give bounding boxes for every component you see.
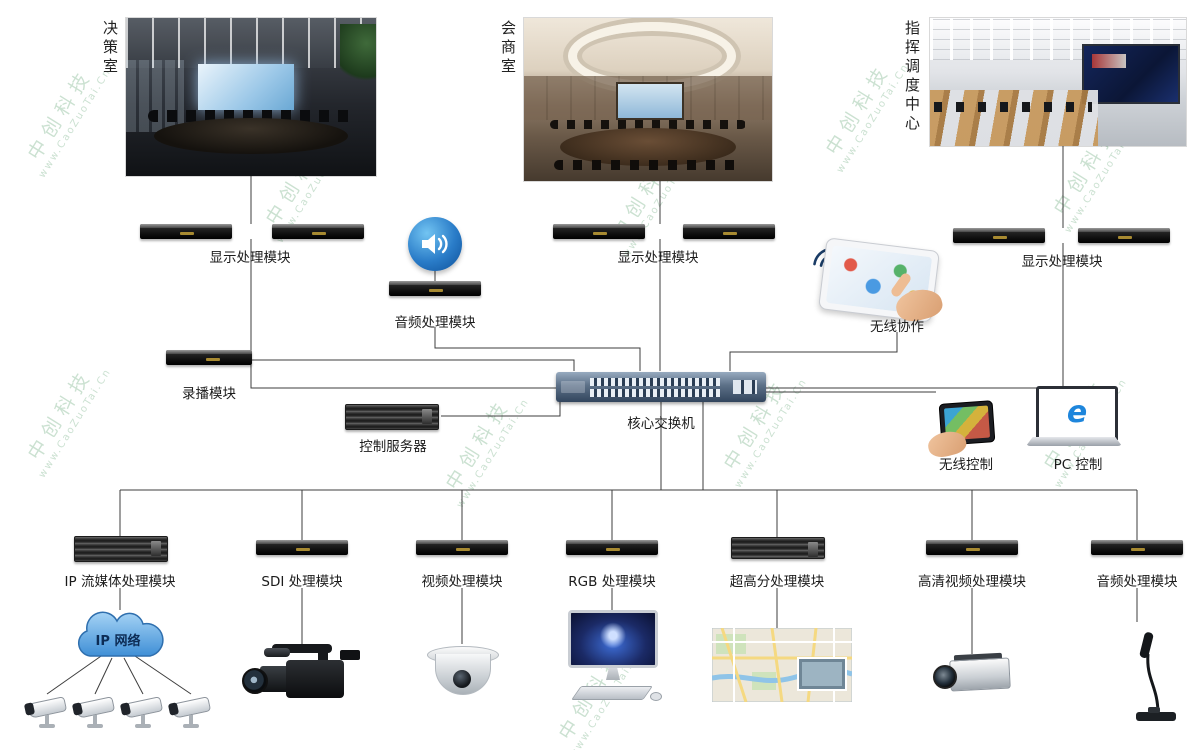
audio-module-device <box>389 281 481 296</box>
room-label-command: 指挥调度中心 <box>903 20 921 134</box>
core-switch-device <box>556 372 766 402</box>
wall-screen <box>616 82 684 120</box>
map-display <box>711 627 853 703</box>
control-server-label: 控制服务器 <box>359 439 427 455</box>
bottom-module-label: 音频处理模块 <box>1096 574 1178 590</box>
bullet-camera-icon <box>23 692 70 732</box>
ip-network-cloud: IP 网络 <box>66 608 170 662</box>
chairs-row <box>554 160 742 170</box>
conference-microphone-icon <box>1128 616 1184 726</box>
video-module-device <box>416 540 508 555</box>
room-photo-conference <box>524 18 772 181</box>
chairs-row <box>148 110 354 122</box>
ceiling-lights <box>126 18 376 68</box>
recording-module-label: 录播模块 <box>182 386 236 402</box>
room-label-conference: 会商室 <box>499 20 517 77</box>
display-module-device <box>553 224 645 239</box>
hd-video-module-device <box>926 540 1018 555</box>
ip-stream-module-device <box>74 536 168 562</box>
wireless-collab-label: 无线协作 <box>870 319 924 335</box>
bottom-module-label: SDI 处理模块 <box>261 574 343 590</box>
display-module-device <box>272 224 364 239</box>
wireless-control-label: 无线控制 <box>939 457 993 473</box>
display-module-device <box>683 224 775 239</box>
display-module-label: 显示处理模块 <box>209 250 291 266</box>
camcorder-icon <box>242 638 362 714</box>
box-camera-icon <box>928 650 1018 702</box>
desktop-pc-icon <box>566 610 662 712</box>
control-server-device <box>345 404 439 430</box>
room-photo-decision <box>126 18 376 176</box>
video-wall <box>198 64 294 110</box>
uhd-module-device <box>731 537 825 559</box>
audio-module-device <box>1091 540 1183 555</box>
rgb-module-device <box>566 540 658 555</box>
switch-uplink-ports <box>733 380 757 394</box>
pc-control-laptop: e <box>1026 386 1122 450</box>
bottom-module-label: RGB 处理模块 <box>568 574 656 590</box>
switch-ports-row <box>590 378 720 386</box>
pc-control-label: PC 控制 <box>1053 457 1103 473</box>
display-module-device <box>1078 228 1170 243</box>
plant <box>340 24 376 88</box>
display-module-device <box>140 224 232 239</box>
bottom-module-label: 视频处理模块 <box>421 574 503 590</box>
ie-browser-icon: e <box>1066 395 1088 430</box>
recording-module-device <box>166 350 252 365</box>
room-label-decision: 决策室 <box>101 20 119 77</box>
sdi-module-device <box>256 540 348 555</box>
bottom-module-label: 超高分处理模块 <box>729 574 825 590</box>
chairs-row <box>550 120 746 129</box>
cloud-label: IP 网络 <box>95 634 141 649</box>
bullet-camera-icon <box>71 692 118 732</box>
conference-table <box>560 128 736 166</box>
display-module-device <box>953 228 1045 243</box>
switch-brand-plate <box>561 381 585 393</box>
audio-module-label: 音频处理模块 <box>394 315 476 331</box>
bullet-camera-icon <box>119 692 166 732</box>
conference-table <box>154 118 348 154</box>
dome-camera-icon <box>424 642 500 714</box>
console-desks <box>930 90 1098 146</box>
laptop-screen: e <box>1036 386 1118 440</box>
switch-ports-row <box>590 389 720 397</box>
room-photo-command <box>930 18 1186 146</box>
bottom-module-label: IP 流媒体处理模块 <box>64 574 176 590</box>
bullet-camera-icon <box>167 692 214 732</box>
chairs-row <box>934 102 1092 112</box>
display-module-label: 显示处理模块 <box>1021 254 1103 270</box>
laptop-base <box>1026 437 1122 446</box>
display-module-label: 显示处理模块 <box>617 250 699 266</box>
display-wall <box>1082 44 1180 104</box>
core-switch-label: 核心交换机 <box>627 416 695 432</box>
speaker-icon <box>408 217 462 271</box>
bottom-module-label: 高清视频处理模块 <box>918 574 1026 590</box>
